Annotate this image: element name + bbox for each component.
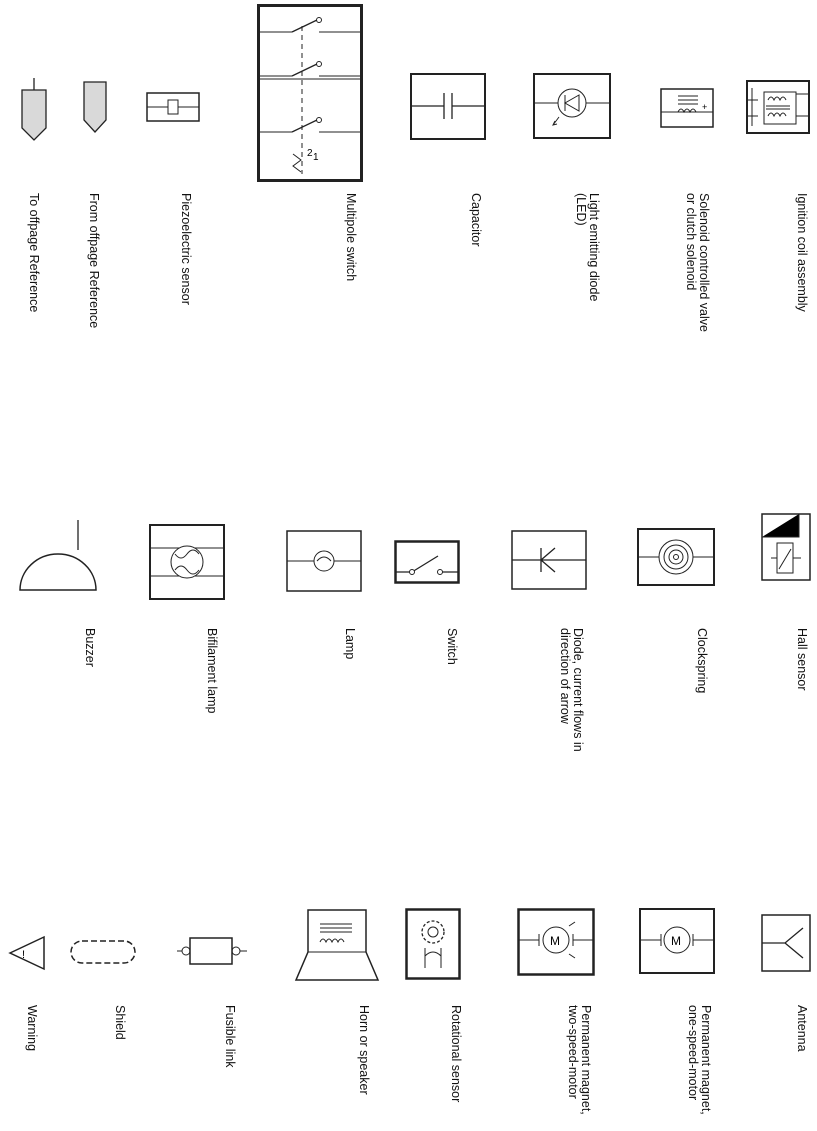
symbol-label-shield: Shield bbox=[113, 1005, 127, 1040]
svg-text:1: 1 bbox=[313, 152, 319, 163]
to-offpage-reference-symbol bbox=[18, 78, 50, 144]
symbol-label-switch: Switch bbox=[445, 628, 459, 665]
symbol-label-clockspring: Clockspring bbox=[695, 628, 709, 694]
symbol-label-diode: Diode, current flows in direction of arr… bbox=[558, 628, 585, 752]
symbol-label-bifilament-lamp: Bifilament lamp bbox=[205, 628, 219, 714]
capacitor-symbol bbox=[410, 73, 486, 140]
symbol-label-led: Light emitting diode (LED) bbox=[574, 193, 601, 302]
symbol-label-capacitor: Capacitor bbox=[469, 193, 483, 247]
clockspring-symbol bbox=[637, 528, 715, 586]
svg-text:M: M bbox=[671, 934, 681, 948]
from-offpage-reference-symbol bbox=[80, 81, 110, 136]
piezoelectric-sensor-symbol bbox=[146, 92, 200, 122]
led-symbol bbox=[533, 73, 611, 139]
symbol-label-one-speed-motor: Permanent magnet, one-speed-motor bbox=[686, 1005, 713, 1115]
svg-text:!: ! bbox=[22, 949, 25, 961]
symbol-label-horn-speaker: Horn or speaker bbox=[357, 1005, 371, 1095]
symbol-label-two-speed-motor: Permanent magnet, two-speed-motor bbox=[566, 1005, 593, 1115]
switch-symbol bbox=[394, 540, 460, 584]
fusible-link-symbol bbox=[176, 934, 248, 968]
symbol-label-lamp: Lamp bbox=[343, 628, 357, 660]
symbol-label-to-offpage-reference: To offpage Reference bbox=[27, 193, 41, 313]
symbol-label-from-offpage-reference: From offpage Reference bbox=[87, 193, 101, 329]
symbol-label-piezoelectric-sensor: Piezoelectric sensor bbox=[179, 193, 193, 305]
diode-symbol bbox=[511, 530, 587, 590]
svg-text:2: 2 bbox=[307, 148, 313, 159]
hall-sensor-symbol bbox=[761, 513, 811, 581]
warning-symbol: ! bbox=[6, 935, 48, 973]
two-speed-motor-symbol: M bbox=[517, 908, 595, 976]
rotational-sensor-symbol bbox=[405, 908, 461, 980]
symbol-label-hall-sensor: Hall sensor bbox=[795, 628, 809, 691]
one-speed-motor-symbol: M bbox=[639, 908, 715, 974]
ignition-coil-symbol bbox=[746, 80, 810, 134]
symbol-label-warning: Warning bbox=[25, 1005, 39, 1052]
symbol-label-rotational-sensor: Rotational sensor bbox=[449, 1005, 463, 1103]
svg-text:M: M bbox=[550, 934, 560, 948]
symbol-label-buzzer: Buzzer bbox=[83, 628, 97, 667]
symbol-label-antenna: Antenna bbox=[795, 1005, 809, 1052]
buzzer-symbol bbox=[18, 520, 100, 592]
solenoid-valve-symbol: + bbox=[660, 88, 714, 128]
horn-speaker-symbol bbox=[294, 908, 380, 982]
shield-symbol bbox=[68, 938, 140, 968]
lamp-symbol bbox=[286, 530, 362, 592]
svg-text:+: + bbox=[702, 102, 707, 112]
symbol-label-multipole-switch: Multipole switch bbox=[344, 193, 358, 282]
bifilament-lamp-symbol bbox=[149, 524, 225, 600]
symbol-label-fusible-link: Fusible link bbox=[223, 1005, 237, 1068]
symbol-label-ignition-coil: Ignition coil assembly bbox=[795, 193, 809, 312]
antenna-symbol bbox=[761, 914, 811, 972]
symbol-label-solenoid-valve: Solenoid controlled valve or clutch sole… bbox=[684, 193, 711, 332]
